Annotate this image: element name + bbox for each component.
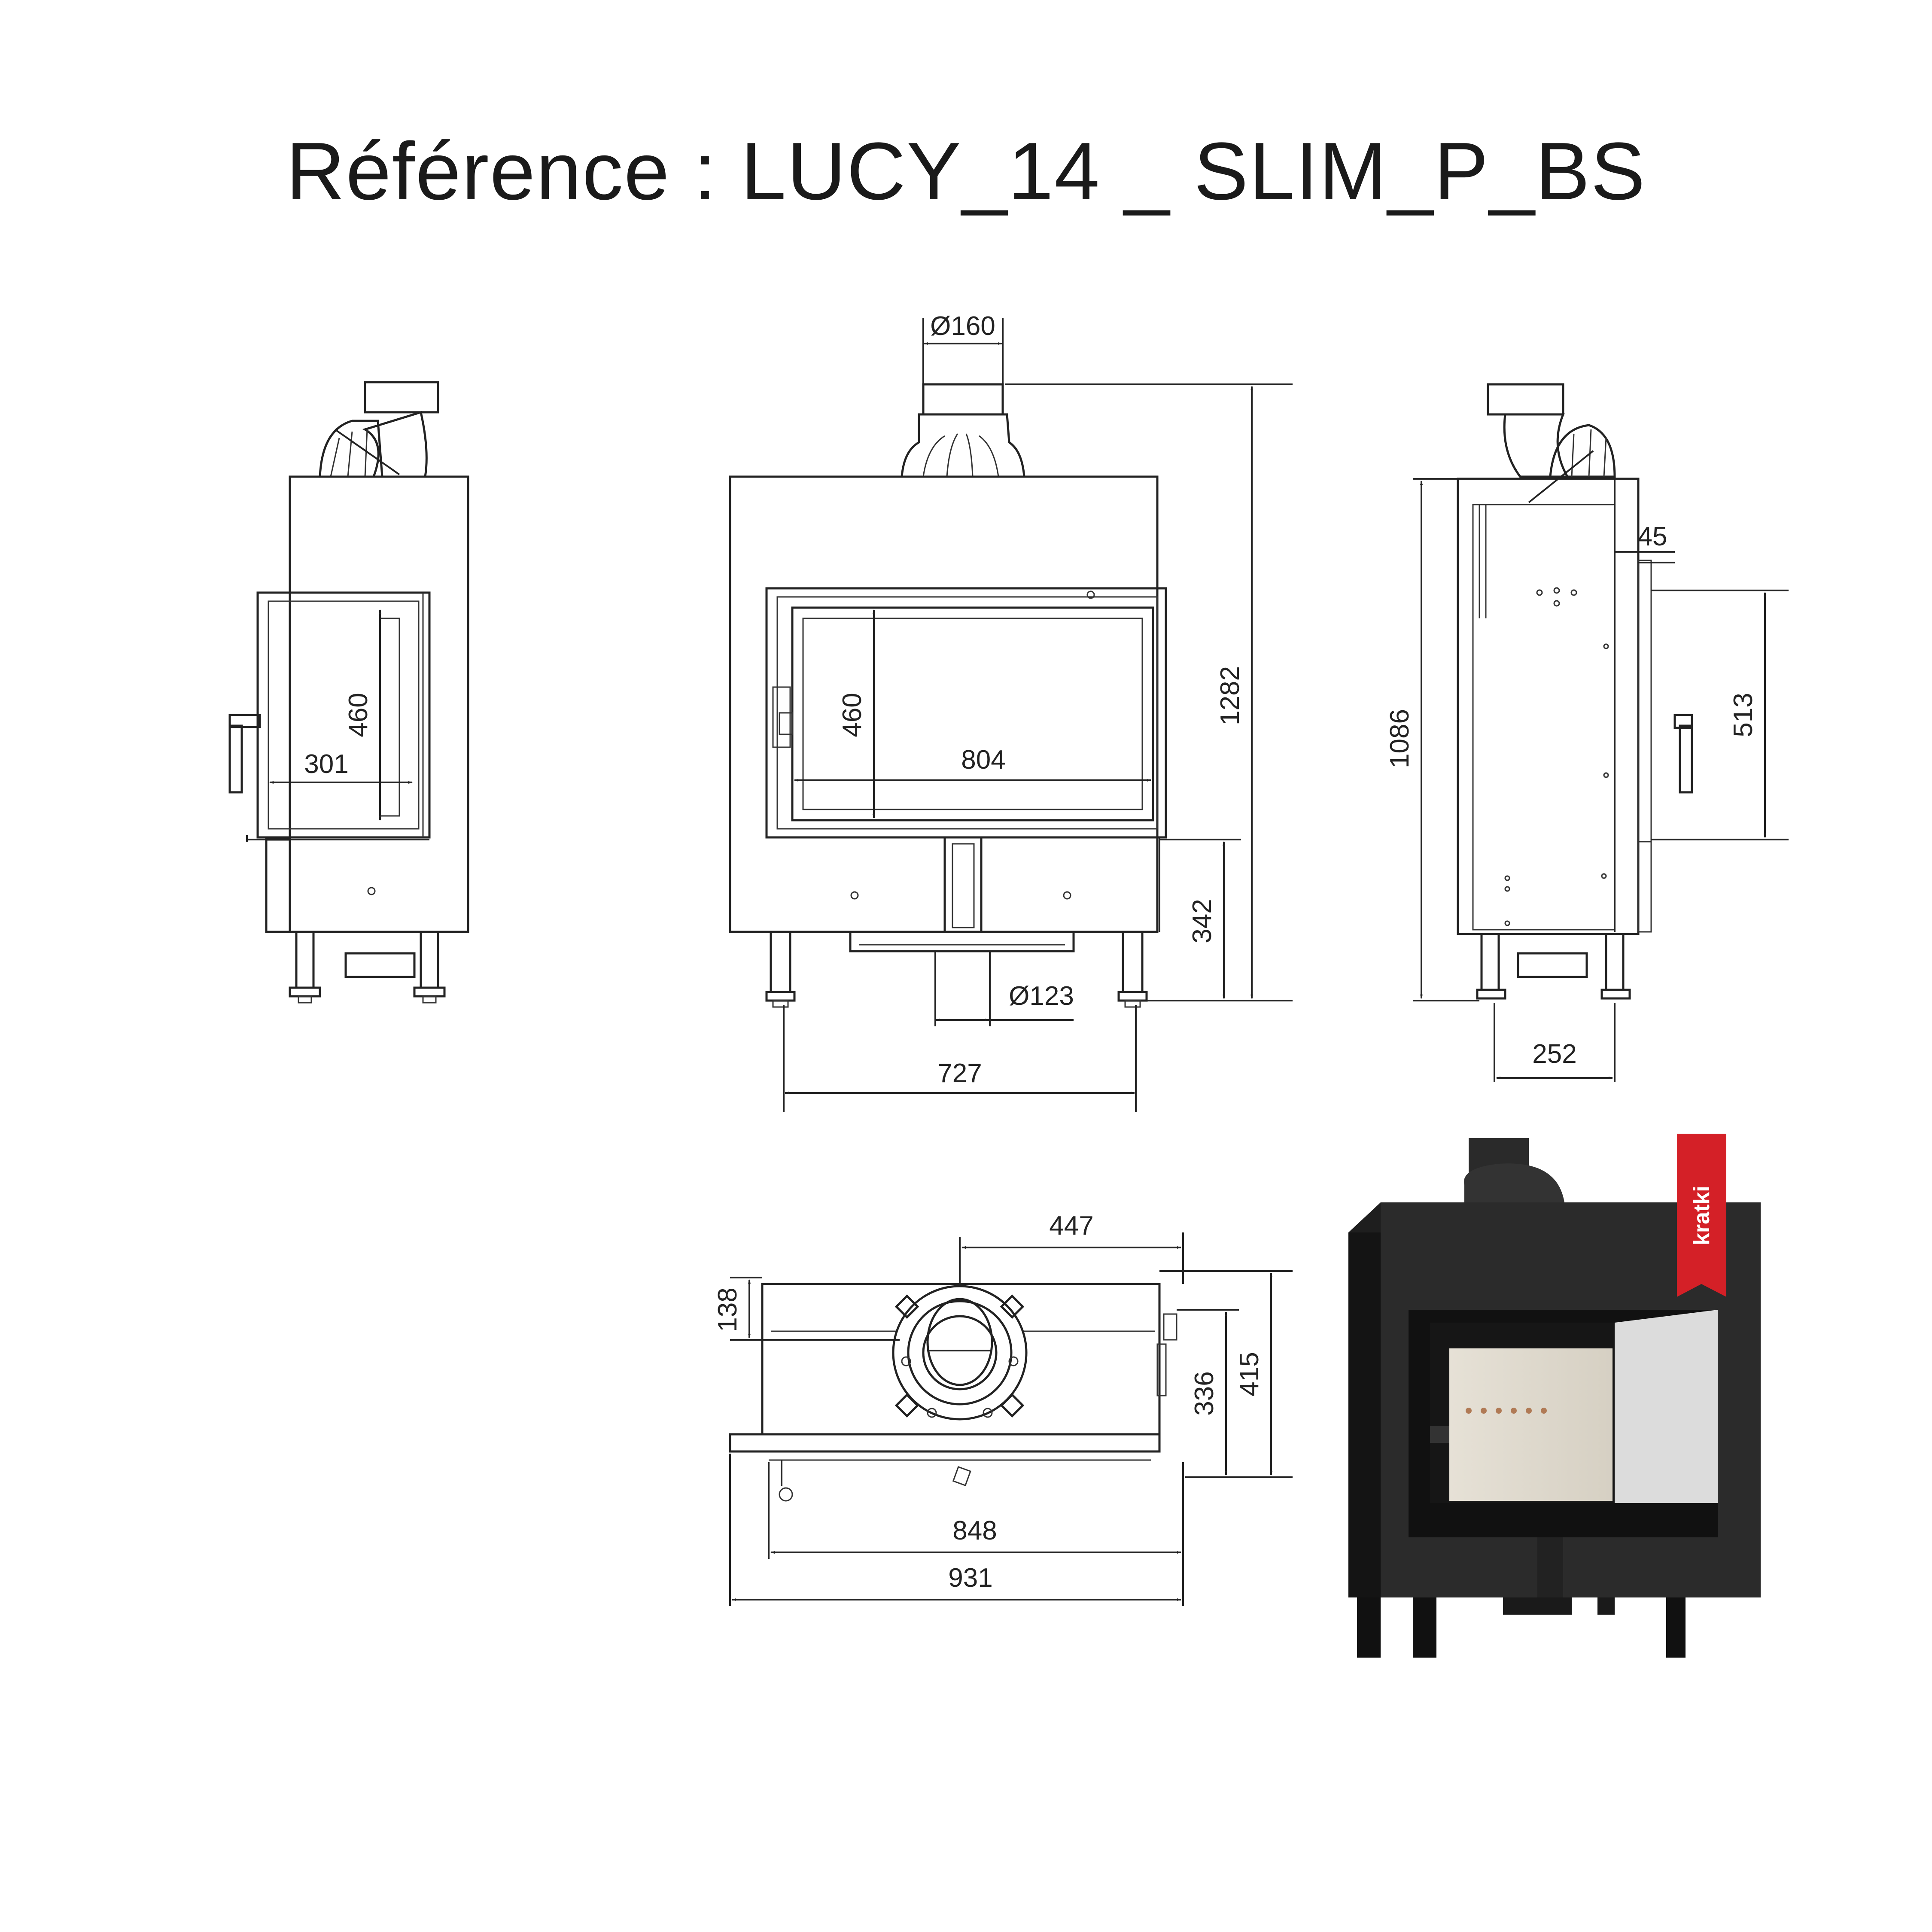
top-view: 447 138 336 415 848 931 [713, 1211, 1293, 1606]
chimney-pipe-icon [319, 381, 439, 478]
dim-front-offset: 138 [713, 1287, 742, 1332]
dim-flue-top: Ø160 [930, 311, 995, 341]
dim-left-height: 460 [344, 693, 373, 737]
dim-flue-offset: 447 [1049, 1211, 1093, 1241]
page-title: Référence : LUCY_14 _ SLIM_P_BS [286, 126, 1646, 217]
dim-depth-total: 415 [1235, 1352, 1264, 1396]
dim-depth: 252 [1532, 1039, 1576, 1069]
brand-logo-icon: kratki [1677, 1134, 1726, 1297]
dim-body-height: 1086 [1385, 709, 1415, 768]
door-handle-icon [228, 714, 261, 794]
dim-leg-span: 727 [937, 1059, 982, 1088]
right-side-view: 1086 45 513 252 [1385, 383, 1789, 1082]
dim-flue-bottom: Ø123 [1009, 981, 1074, 1011]
dim-glass-height-right: 513 [1728, 693, 1758, 737]
dim-width-inner: 848 [952, 1516, 997, 1546]
dim-left-width: 301 [304, 749, 348, 779]
dim-width-total: 931 [948, 1563, 992, 1593]
chimney-pipe-icon [1487, 383, 1616, 503]
brand-logo-text: kratki [1689, 1186, 1714, 1245]
front-view: Ø160 1282 460 804 342 Ø123 727 [729, 311, 1293, 1112]
dim-total-height: 1282 [1215, 666, 1245, 725]
chimney-pipe-icon [901, 383, 1025, 478]
dim-glass-width: 804 [961, 745, 1005, 775]
chimney-pipe-icon [892, 1285, 1028, 1421]
dim-leg-height: 342 [1187, 899, 1217, 943]
dim-offset: 45 [1638, 522, 1667, 551]
product-photo: kratki [1348, 1134, 1761, 1658]
door-handle-icon [1673, 714, 1693, 794]
dim-glass-height: 460 [837, 693, 867, 737]
dim-depth-inner: 336 [1190, 1371, 1219, 1415]
left-side-view: 460 301 [228, 381, 469, 1004]
